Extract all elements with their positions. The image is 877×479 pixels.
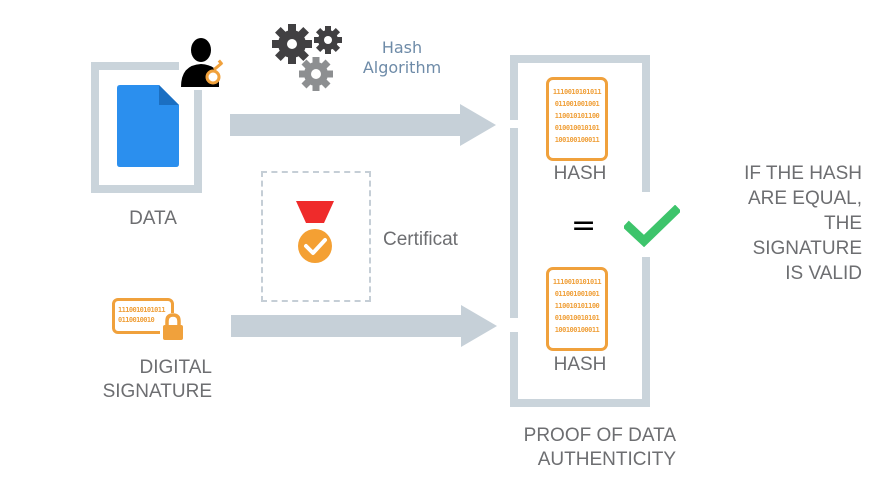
- equals-sign: =: [571, 208, 597, 243]
- bottom-arrow: [231, 305, 497, 347]
- proof-frame-top: [510, 55, 650, 63]
- digital-signature-label: DIGITAL SIGNATURE: [60, 356, 212, 404]
- hash-line: 1110010101011: [552, 88, 602, 96]
- document-icon: [117, 85, 179, 167]
- result-line-4: SIGNATURE: [752, 238, 862, 259]
- digital-signature-label-line1: DIGITAL: [139, 357, 213, 378]
- hash-card-icon-bottom: 1110010101011 011001001001 110010101100 …: [546, 267, 608, 351]
- hash-line: 011001001001: [554, 290, 600, 298]
- hash-line: 010010010101: [554, 314, 600, 322]
- lock-icon: [160, 313, 186, 341]
- proof-frame-left-top: [510, 55, 518, 120]
- hash-line: 100100100011: [554, 326, 600, 334]
- hash-line: 1110010101011: [552, 278, 602, 286]
- proof-frame-left-mid: [510, 128, 518, 318]
- result-text: IF THE HASH ARE EQUAL, THE SIGNATURE IS …: [700, 161, 862, 286]
- data-frame-right: [194, 90, 202, 193]
- signature-line-2: 0110010010: [118, 316, 155, 324]
- digital-signature-label-line2: SIGNATURE: [102, 381, 212, 402]
- hash-line: 011001001001: [554, 100, 600, 108]
- proof-of-authenticity-label: PROOF OF DATA AUTHENTICITY: [480, 424, 676, 472]
- hash-card-icon-top: 1110010101011 011001001001 110010101100 …: [546, 77, 608, 161]
- proof-frame-right-top: [642, 55, 650, 192]
- data-frame-bottom: [91, 185, 202, 193]
- hash-algorithm-label-line2: Algorithm: [362, 58, 442, 77]
- proof-label-line2: AUTHENTICITY: [537, 449, 676, 470]
- proof-frame-left-bottom: [510, 332, 518, 407]
- certificate-medal-icon: [296, 201, 334, 263]
- certificate-box: [261, 171, 371, 302]
- hash-line: 110010101100: [554, 112, 600, 120]
- result-line-1: IF THE HASH: [744, 163, 862, 184]
- data-label: DATA: [129, 208, 177, 229]
- result-line-3: THE: [824, 213, 862, 234]
- hash-line: 110010101100: [554, 302, 600, 310]
- data-frame-left-bottom: [91, 62, 99, 193]
- hash-label-bottom: HASH: [553, 354, 607, 375]
- hash-line: 010010010101: [554, 124, 600, 132]
- checkmark-icon: [624, 205, 680, 247]
- proof-frame-right-bottom: [642, 257, 650, 407]
- hash-algorithm-label-line1: Hash: [381, 38, 423, 57]
- result-line-5: IS VALID: [785, 263, 862, 284]
- certificate-label: Certificat: [383, 229, 458, 250]
- signature-line-1: 1110010101011: [118, 306, 166, 314]
- gears-icon: [272, 24, 342, 91]
- hash-label-top: HASH: [553, 163, 607, 184]
- proof-label-line1: PROOF OF DATA: [523, 425, 676, 446]
- user-key-icon: [181, 38, 224, 87]
- data-frame-top: [91, 62, 179, 70]
- proof-frame-bottom: [510, 399, 650, 407]
- hash-algorithm-label: Hash Algorithm: [352, 38, 452, 78]
- result-line-2: ARE EQUAL,: [747, 188, 862, 209]
- hash-line: 100100100011: [554, 136, 600, 144]
- top-arrow: [230, 104, 496, 146]
